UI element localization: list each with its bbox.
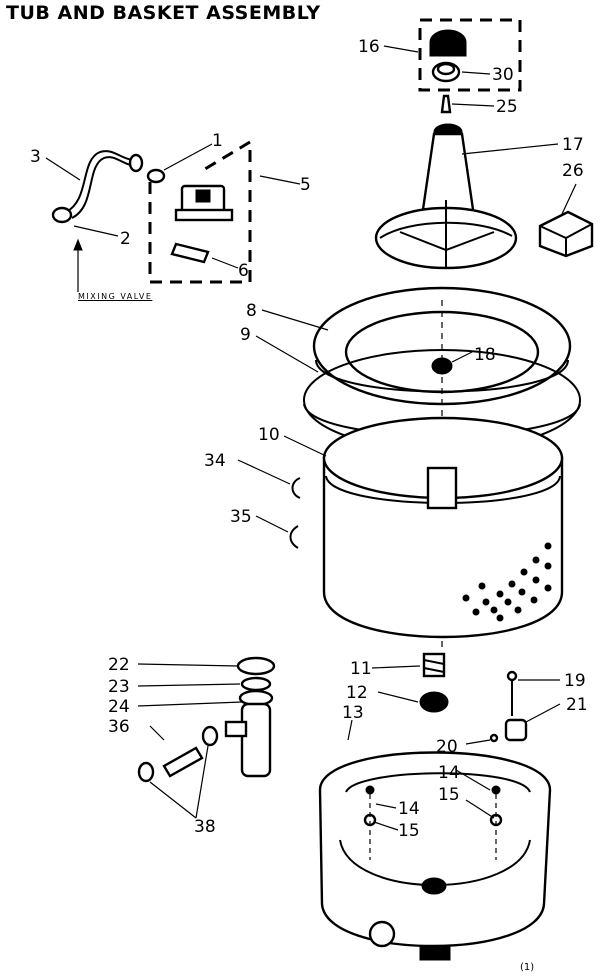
basket-group bbox=[289, 416, 564, 639]
callout-30: 30 bbox=[492, 65, 514, 85]
hose-part-3-inner bbox=[71, 156, 135, 219]
callout-25: 25 bbox=[496, 97, 518, 117]
callout-21: 21 bbox=[566, 695, 588, 715]
mixing-valve-caption-arrowhead bbox=[73, 238, 83, 251]
basket-balance-slot bbox=[426, 466, 458, 510]
ring-part-22 bbox=[236, 656, 276, 676]
callout-15-left: 15 bbox=[398, 821, 420, 841]
callout-1: 1 bbox=[212, 131, 223, 151]
clip-part-34 bbox=[291, 477, 301, 499]
callout-11: 11 bbox=[350, 659, 372, 679]
cap-dashed-box bbox=[418, 18, 522, 92]
callout-3: 3 bbox=[30, 147, 41, 167]
callout-26: 26 bbox=[562, 161, 584, 181]
spring-part-11 bbox=[422, 652, 446, 678]
outer-tub-group bbox=[318, 751, 552, 961]
part-26-edges bbox=[539, 223, 593, 256]
agitator-group bbox=[374, 18, 594, 270]
callout-36: 36 bbox=[108, 717, 130, 737]
callout-18: 18 bbox=[474, 345, 496, 365]
mixing-valve-group bbox=[51, 139, 252, 292]
clamp-part-2 bbox=[51, 206, 73, 224]
callout-22: 22 bbox=[108, 655, 130, 675]
spring-coils bbox=[423, 659, 445, 673]
agitator-vanes bbox=[399, 200, 495, 268]
clamp-part-1 bbox=[146, 168, 166, 184]
callout-19: 19 bbox=[564, 671, 586, 691]
diagram-title: TUB AND BASKET ASSEMBLY bbox=[6, 2, 321, 24]
callout-17: 17 bbox=[562, 135, 584, 155]
callout-14-left: 14 bbox=[398, 799, 420, 819]
clip-part-35 bbox=[289, 525, 299, 549]
callout-23: 23 bbox=[108, 677, 130, 697]
ring-part-23 bbox=[240, 676, 272, 692]
callout-9: 9 bbox=[240, 325, 251, 345]
outer-tub-drain-port bbox=[368, 920, 396, 948]
bolt-set-14-15 bbox=[363, 785, 503, 860]
tub-cover-group bbox=[303, 286, 581, 650]
callout-8: 8 bbox=[246, 301, 257, 321]
callout-34: 34 bbox=[204, 451, 226, 471]
footer-mark: (1) bbox=[520, 962, 535, 973]
bumper-part-21 bbox=[504, 718, 528, 742]
callout-16: 16 bbox=[358, 37, 380, 57]
callout-13: 13 bbox=[342, 703, 364, 723]
screen-part-6 bbox=[170, 242, 210, 264]
hose-part-36 bbox=[162, 746, 204, 778]
callout-10: 10 bbox=[258, 425, 280, 445]
leader-lines bbox=[45, 45, 577, 831]
callout-5: 5 bbox=[300, 175, 311, 195]
clamp-part-38b bbox=[201, 725, 219, 747]
pump-parts-group bbox=[137, 656, 276, 783]
screw-part-19 bbox=[506, 670, 518, 682]
pin-part-20 bbox=[489, 733, 499, 743]
outer-tub-inner-rim bbox=[345, 772, 531, 793]
outer-tub-part-13 bbox=[318, 751, 552, 948]
agitator-cap-side bbox=[429, 41, 467, 57]
callout-labels: 3 2 1 5 6 8 9 10 18 16 30 25 17 26 34 35… bbox=[30, 37, 588, 841]
mixing-valve-dashed-box bbox=[148, 139, 252, 284]
callout-6: 6 bbox=[238, 261, 249, 281]
basket-perforations bbox=[462, 542, 552, 622]
outer-tub-bottom-tab bbox=[419, 945, 451, 961]
callout-24: 24 bbox=[108, 697, 130, 717]
outer-tub-center-hub bbox=[421, 877, 447, 895]
hose-end-fitting bbox=[128, 153, 144, 173]
callout-35: 35 bbox=[230, 507, 252, 527]
callout-20: 20 bbox=[436, 737, 458, 757]
clamp-part-38a bbox=[137, 761, 155, 783]
callout-38: 38 bbox=[194, 817, 216, 837]
bolt-part-25 bbox=[440, 94, 452, 114]
pump-tube-inlet bbox=[224, 720, 248, 738]
drive-parts-group bbox=[419, 652, 528, 743]
cam-part-30-inner bbox=[436, 62, 456, 76]
callout-15-right: 15 bbox=[438, 785, 460, 805]
part-26-block bbox=[538, 210, 594, 258]
pump-tube bbox=[240, 702, 272, 778]
callout-14-right: 14 bbox=[438, 763, 460, 783]
callout-2: 2 bbox=[120, 229, 131, 249]
mixing-valve-base bbox=[174, 208, 234, 222]
seal-part-12 bbox=[419, 691, 449, 713]
callout-12: 12 bbox=[346, 683, 368, 703]
mixing-valve-solenoid bbox=[195, 189, 211, 203]
hose-part-3 bbox=[65, 150, 133, 213]
mixing-valve-caption: MIXING VALVE bbox=[78, 292, 153, 301]
